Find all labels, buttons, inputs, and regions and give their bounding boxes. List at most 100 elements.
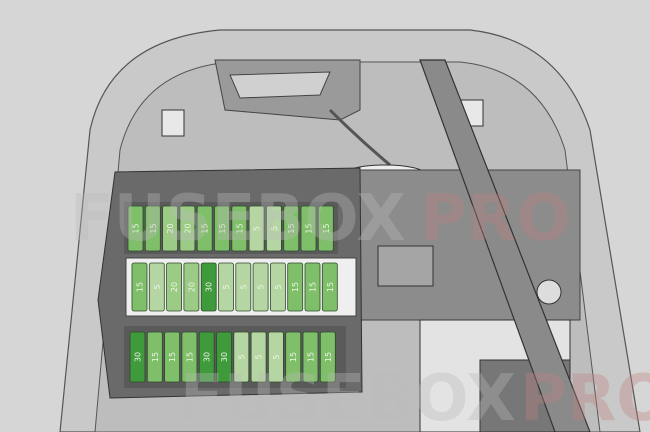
fuse: 15: [196, 205, 213, 252]
fuse-body: [287, 262, 304, 312]
fuse-rating-label: 15: [309, 282, 318, 292]
nut-icon: [536, 279, 562, 305]
fuse-rating-label: 5: [270, 226, 279, 231]
fuse: 20: [179, 205, 196, 252]
fuse: 5: [252, 262, 269, 312]
fuse-body: [164, 331, 181, 383]
fuse: 15: [300, 205, 317, 252]
fuse: 15: [302, 331, 319, 383]
fuse-body: [283, 205, 300, 252]
fuse-body: [265, 205, 282, 252]
fuse-body: [233, 331, 250, 383]
fuse: 30: [198, 331, 215, 383]
fuse-body: [248, 205, 265, 252]
fuse: 5: [235, 262, 252, 312]
fuse: 15: [287, 262, 304, 312]
fuse-body: [235, 262, 252, 312]
fuse-rating-label: 30: [203, 352, 212, 362]
fuse: 15: [231, 205, 248, 252]
fuse: 5: [269, 262, 286, 312]
fuse-rating-label: 5: [255, 354, 264, 359]
fuse: 15: [214, 205, 230, 252]
fuse-body: [214, 205, 230, 252]
fuse: 30: [129, 331, 146, 383]
fuse: 15: [131, 262, 148, 312]
fuse-rating-label: 15: [185, 352, 194, 362]
fuse-rating-label: 15: [291, 282, 300, 292]
fuse-body: [127, 205, 144, 252]
fuse: 5: [250, 331, 267, 383]
fuse-rating-label: 5: [153, 284, 162, 289]
cable-clamp: [229, 71, 331, 99]
fuse: 5: [148, 262, 165, 312]
fuse: 15: [283, 205, 300, 252]
fuse-rating-label: 15: [132, 223, 141, 233]
watermark-right-bottom: PRO: [520, 362, 650, 432]
fuse-body: [179, 205, 196, 252]
fuse-body: [198, 331, 215, 383]
ground-cable: [328, 108, 391, 167]
fuse-rating-label: 5: [274, 284, 283, 289]
fuse-body: [252, 262, 269, 312]
fuse-body: [317, 205, 334, 252]
fuse-rating-label: 15: [287, 223, 296, 233]
fuse-body: [304, 262, 321, 312]
fuse-body: [200, 262, 217, 312]
fuse-rating-label: 5: [222, 284, 231, 289]
fuse: 30: [200, 262, 217, 312]
fuse: 5: [233, 331, 250, 383]
fuse-body: [216, 331, 232, 383]
fuse-rating-label: 15: [322, 223, 331, 233]
watermark-left-bottom: FUSEBOX: [180, 362, 516, 432]
fuse-body: [162, 205, 179, 252]
fuse-body: [300, 205, 317, 252]
fuse-rating-label: 15: [151, 352, 160, 362]
fuse: 5: [218, 262, 234, 312]
fuse: 20: [162, 205, 179, 252]
fuse-rating-label: 20: [166, 223, 175, 233]
fuse-rating-label: 5: [253, 226, 262, 231]
fuse-rating-label: 15: [201, 223, 210, 233]
fuse: 15: [319, 331, 336, 383]
fuse-rating-label: 20: [187, 282, 196, 292]
fuse-rating-label: 15: [307, 352, 316, 362]
fuse: 15: [127, 205, 144, 252]
fuse-rating-label: 5: [237, 354, 246, 359]
fuse-body: [250, 331, 267, 383]
fuse: 5: [267, 331, 284, 383]
fuse-rating-label: 15: [218, 223, 227, 233]
support-brace: [419, 59, 591, 432]
fuse-rating-label: 15: [136, 282, 145, 292]
fuse-rating-label: 15: [235, 223, 244, 233]
fuse-body: [319, 331, 336, 383]
fuse-body: [285, 331, 302, 383]
fuse-body: [146, 331, 163, 383]
fuse-body: [148, 262, 165, 312]
fuse-body: [231, 205, 248, 252]
fuse: 15: [304, 262, 321, 312]
fuse-body: [144, 205, 161, 252]
fuse-rating-label: 15: [326, 282, 335, 292]
left-clip: [161, 109, 185, 137]
fuse-rating-label: 30: [134, 352, 143, 362]
fuse: 15: [317, 205, 334, 252]
fuse-rating-label: 15: [305, 223, 314, 233]
fuse-body: [269, 262, 286, 312]
fuse-rating-label: 15: [168, 352, 177, 362]
fuse-body: [321, 262, 338, 312]
fuse-rating-label: 15: [324, 352, 333, 362]
fuse-body: [196, 205, 213, 252]
fuse-body: [302, 331, 319, 383]
fuse: 15: [181, 331, 198, 383]
fuse: 5: [265, 205, 282, 252]
fuse-body: [218, 262, 234, 312]
fuse-body: [131, 262, 148, 312]
fuse-rating-label: 15: [289, 352, 298, 362]
fuse-rating-label: 5: [239, 284, 248, 289]
fuse: 15: [144, 205, 161, 252]
fuse: 15: [164, 331, 181, 383]
fuse-body: [183, 262, 200, 312]
fuse: 20: [183, 262, 200, 312]
